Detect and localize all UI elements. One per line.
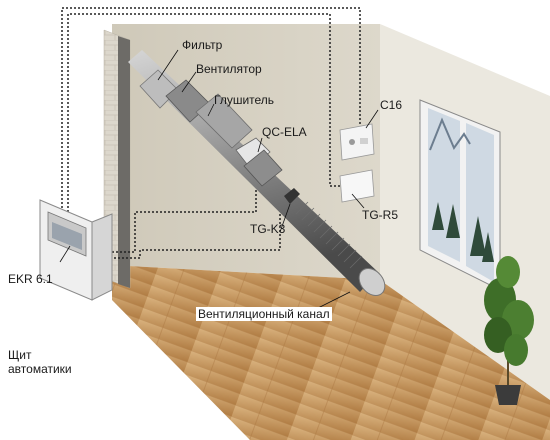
label-heater: QC-ELA (262, 125, 307, 139)
label-silencer: Глушитель (214, 93, 275, 107)
heater-body (243, 149, 283, 187)
duct-grille (358, 268, 386, 296)
window-icon (419, 99, 501, 291)
label-thermostat: C16 (380, 98, 403, 112)
ventilation-duct-assembly (128, 50, 386, 296)
control-panel-icon (39, 199, 113, 301)
label-pointers (59, 49, 379, 319)
heater-unit (235, 137, 271, 169)
label-panel-line1: Щит (8, 348, 32, 362)
control-wiring (61, 7, 361, 259)
thermostat-icon (339, 123, 375, 161)
label-duct-sensor: TG-K3 (250, 222, 286, 236)
label-room-sensor: TG-R5 (362, 208, 398, 222)
label-filter: Фильтр (182, 38, 223, 52)
silencer-unit (195, 93, 253, 149)
duct-sensor-probe (284, 188, 300, 204)
duct-ribbing (295, 201, 363, 269)
label-panel-line2: автоматики (8, 362, 72, 376)
brick-wall-edge (118, 36, 130, 288)
label-duct: Вентиляционный канал (196, 307, 332, 321)
label-controller: EKR 6.1 (8, 272, 53, 286)
label-fan: Вентилятор (196, 62, 262, 76)
plant-icon (484, 256, 534, 405)
sensor-icon (339, 169, 375, 203)
